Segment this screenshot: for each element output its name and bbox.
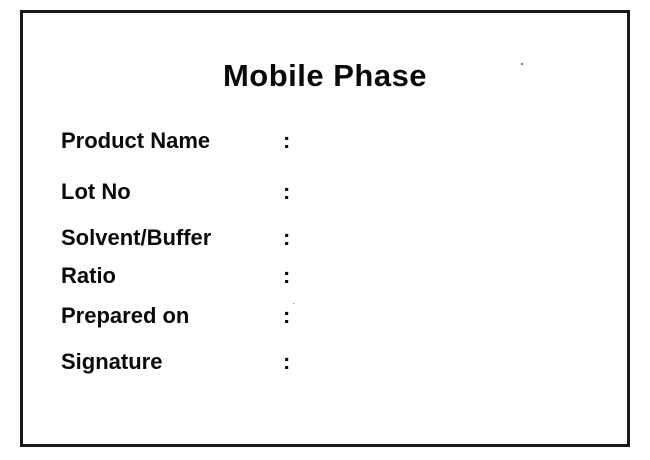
field-label-product-name: Product Name	[61, 128, 211, 153]
field-label-prepared-on: Prepared on	[61, 303, 190, 328]
field-label-signature: Signature	[61, 349, 163, 374]
mobile-phase-label: Mobile Phase Product Name : Lot No : Sol…	[20, 10, 630, 447]
field-colon: :	[283, 349, 291, 374]
field-label-ratio: Ratio	[61, 263, 116, 288]
scan-speck	[521, 63, 523, 65]
field-label-lot-no: Lot No	[61, 179, 131, 204]
scan-speck	[293, 303, 294, 304]
field-label-solvent-buffer: Solvent/Buffer	[61, 225, 212, 250]
label-title: Mobile Phase	[222, 58, 428, 93]
field-colon: :	[283, 225, 291, 250]
field-colon: :	[283, 128, 291, 153]
field-colon: :	[283, 179, 291, 204]
field-colon: :	[283, 263, 291, 288]
field-colon: :	[283, 303, 291, 328]
